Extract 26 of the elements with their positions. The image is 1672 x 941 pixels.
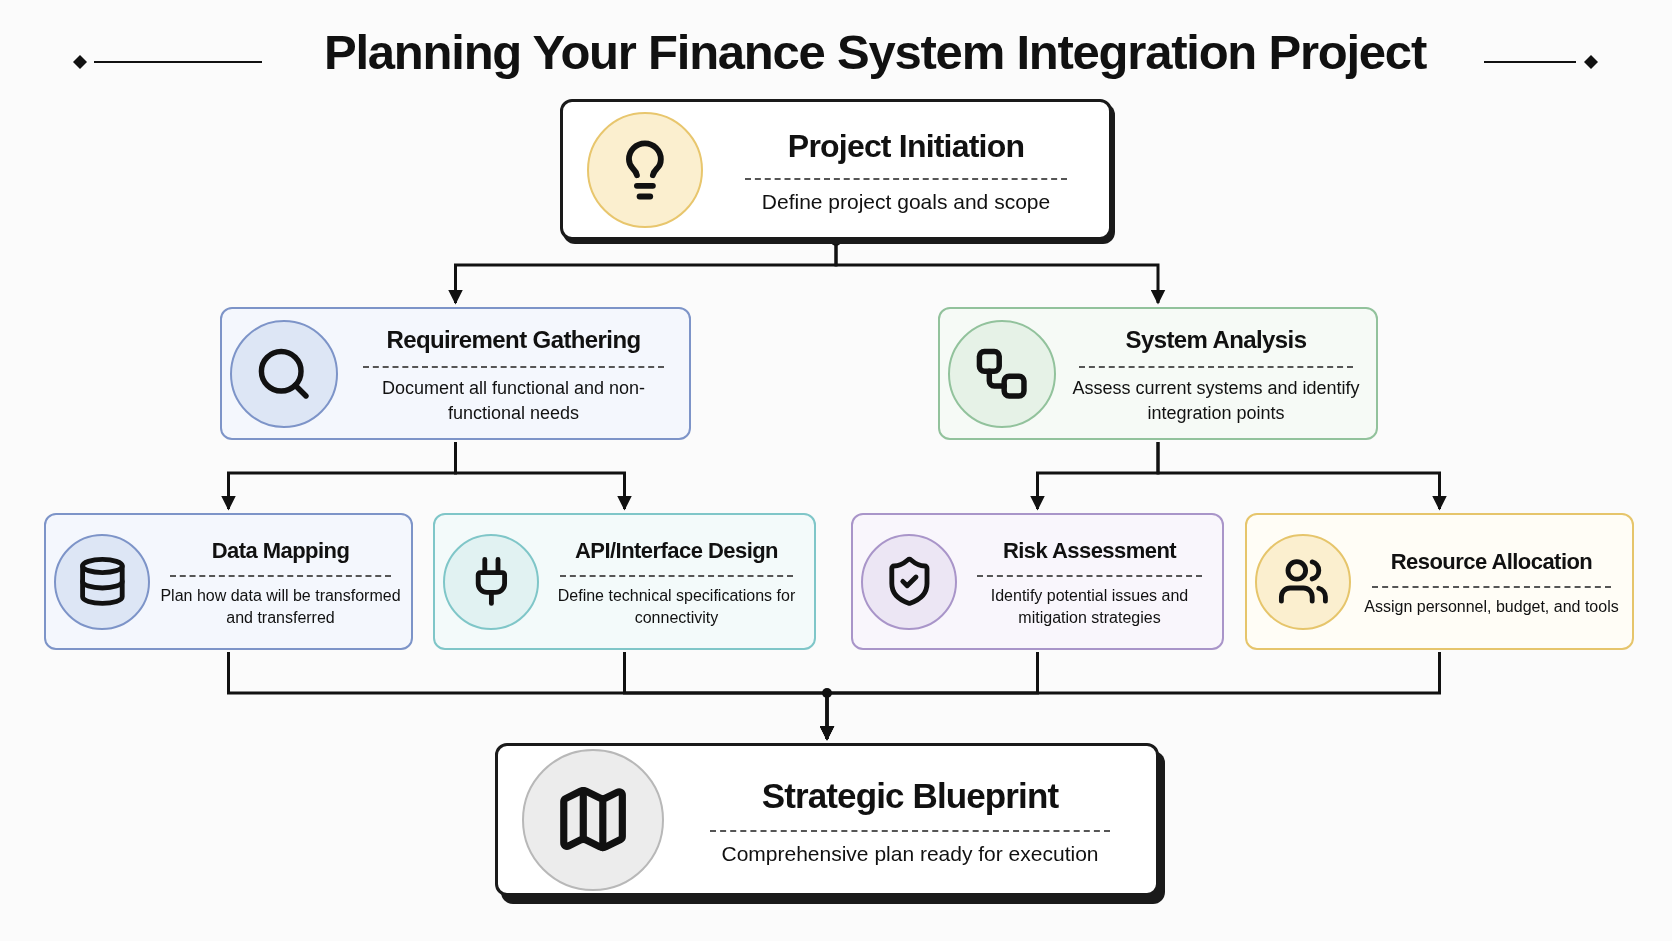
card-description: Document all functional and non-functional needs xyxy=(380,376,647,425)
card-title: Risk Assessment xyxy=(1002,537,1177,565)
card-title: Data Mapping xyxy=(211,537,350,565)
card-title: Resource Allocation xyxy=(1390,548,1593,576)
card-title: Requirement Gathering xyxy=(386,324,641,355)
process-card xyxy=(938,307,1378,440)
process-card xyxy=(1245,513,1634,650)
connector-arrow xyxy=(819,652,1441,741)
card-title: System Analysis xyxy=(1125,324,1307,355)
connector-arrow xyxy=(1156,442,1447,511)
card-description: Identify potential issues and mitigation strategies xyxy=(989,586,1190,628)
process-card xyxy=(220,307,691,440)
connector-arrow xyxy=(454,442,632,511)
process-card xyxy=(44,513,413,650)
card-description: Plan how data will be transformed and transferred xyxy=(159,586,402,628)
card-title: Strategic Blueprint xyxy=(761,774,1059,817)
card-description: Define technical specifications for connectivity xyxy=(556,586,797,628)
process-card xyxy=(433,513,816,650)
card-description: Define project goals and scope xyxy=(761,189,1051,216)
card-title: API/Interface Design xyxy=(575,537,778,565)
card-title: Project Initiation xyxy=(787,127,1025,167)
title: Planning Your Finance System Integration Project xyxy=(323,24,1428,81)
card-description: Assess current systems and identify integration points xyxy=(1071,376,1361,425)
card-description: Comprehensive plan ready for execution xyxy=(721,841,1099,868)
card-description: Assign personnel, budget, and tools xyxy=(1364,597,1619,617)
process-card xyxy=(851,513,1224,650)
